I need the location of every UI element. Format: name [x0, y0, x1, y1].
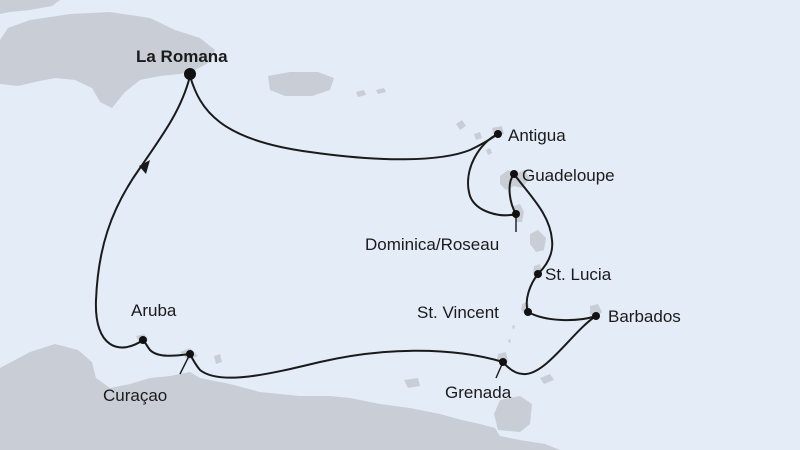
route-antigua-dominica — [467, 133, 517, 217]
dot-icon-curacao — [186, 350, 194, 358]
label-guadeloupe: Guadeloupe — [522, 166, 615, 185]
land-margarita — [404, 378, 420, 388]
dot-icon-grenada — [499, 358, 507, 366]
arrow-icon — [139, 160, 150, 174]
land-montserrat — [486, 148, 492, 155]
land-leeward-1 — [456, 120, 466, 130]
route-aruba-la-romana — [94, 75, 191, 349]
land-cuba-tip — [0, 0, 60, 14]
dot-icon-dominica — [512, 210, 520, 218]
dot-icon-barbados — [592, 312, 600, 320]
port-markers — [139, 68, 600, 366]
label-st-lucia: St. Lucia — [545, 265, 612, 284]
land-south-america — [0, 344, 560, 450]
land-martinique — [530, 230, 546, 252]
label-barbados: Barbados — [608, 307, 681, 326]
label-antigua: Antigua — [508, 126, 566, 145]
route-la-romana-antigua — [189, 75, 499, 161]
route-layer — [94, 75, 597, 379]
land-virgin-islands — [356, 88, 386, 97]
land-trinidad — [494, 396, 532, 432]
land-bonaire — [214, 354, 222, 364]
land-grenadines — [508, 325, 515, 343]
dot-icon-guadeloupe — [510, 170, 518, 178]
land-hispaniola — [0, 12, 215, 108]
dot-icon-aruba — [139, 336, 147, 344]
label-curacao: Curaçao — [103, 386, 168, 405]
label-la-romana: La Romana — [136, 47, 228, 66]
land-puerto-rico — [268, 72, 334, 96]
label-aruba: Aruba — [131, 301, 177, 320]
route-grenada-curacao — [189, 349, 504, 379]
route-st-vincent-barbados — [527, 311, 597, 322]
land-leeward-2 — [474, 132, 482, 140]
dot-icon-antigua — [494, 130, 502, 138]
route-barbados-grenada — [502, 315, 597, 376]
land-tobago — [540, 374, 554, 384]
dot-icon-la-romana — [184, 68, 196, 80]
route-guadeloupe-st-lucia — [513, 173, 554, 275]
label-dominica: Dominica/Roseau — [365, 235, 500, 254]
dot-icon-st-lucia — [534, 270, 542, 278]
label-grenada: Grenada — [445, 383, 512, 402]
dot-icon-st-vincent — [524, 308, 532, 316]
land-jamaica — [0, 52, 28, 68]
label-st-vincent: St. Vincent — [417, 303, 499, 322]
land-layer — [0, 0, 602, 450]
